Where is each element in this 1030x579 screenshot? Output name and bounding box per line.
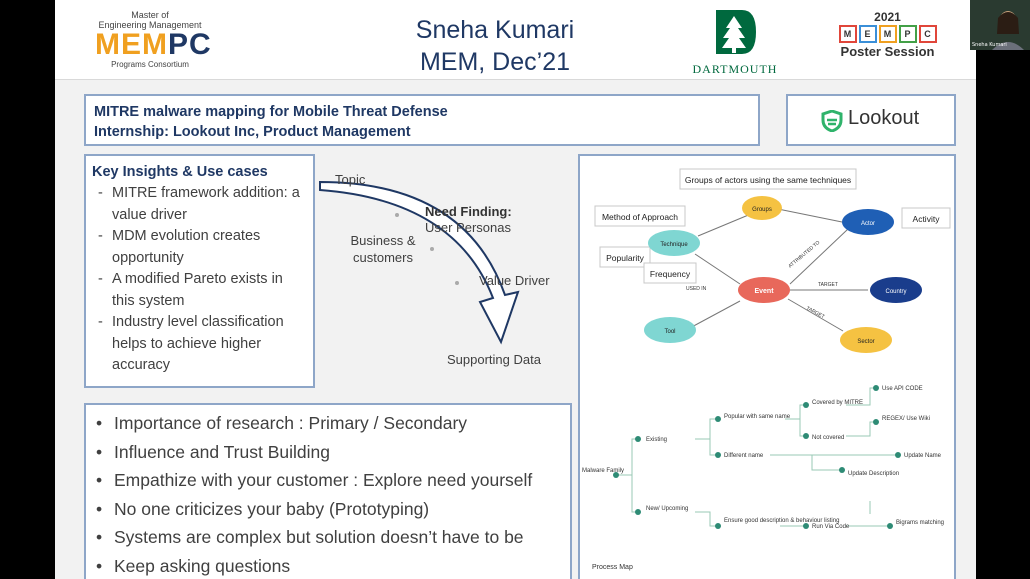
lessons-list: Importance of research : Primary / Secon… (92, 409, 564, 579)
callout-method: Method of Approach (602, 212, 678, 222)
node-tool: Tool (664, 329, 675, 335)
logo-line1: Master of (131, 10, 169, 20)
node-sector: Sector (857, 339, 874, 345)
mem-pc-logo: Master of Engineering Management MEMPC P… (95, 10, 211, 69)
tree-existing: Existing (646, 437, 667, 443)
lessons-box: Importance of research : Primary / Secon… (84, 403, 572, 579)
edge-target: TARGET (805, 305, 825, 320)
insight-item: MDM evolution creates opportunity (92, 226, 307, 269)
tree-runvia: Run Via Code (812, 524, 850, 530)
tree-updatedesc: Update Description (848, 471, 899, 477)
insight-item: A modified Pareto exists in this system (92, 269, 307, 312)
process-arrow-area: Topic Business & customers Need Finding:… (315, 160, 575, 380)
callout-frequency: Frequency (650, 269, 691, 279)
poster-letter: C (918, 25, 937, 43)
webcam-label: Sneha Kumari (972, 42, 1007, 48)
poster-letter: M (878, 25, 897, 43)
poster-letter: P (898, 25, 917, 43)
callout-popularity: Popularity (606, 253, 645, 263)
lesson-item: Systems are complex but solution doesn’t… (92, 523, 564, 552)
lesson-item: Importance of research : Primary / Secon… (92, 409, 564, 438)
dartmouth-logo: DARTMOUTH (685, 8, 785, 77)
poster-label: Poster Session (840, 44, 935, 59)
lookout-logo-box: Lookout (786, 94, 956, 146)
arrow-label-need-title: Need Finding: (425, 204, 512, 219)
logo-line3: Programs Consortium (111, 60, 189, 69)
callout-activity: Activity (913, 214, 941, 224)
presenter-title: Sneha Kumari MEM, Dec’21 (375, 14, 615, 78)
presenter-program: MEM, Dec’21 (419, 48, 571, 76)
key-insights-box: Key Insights & Use cases MITRE framework… (84, 154, 315, 388)
header-band: Master of Engineering Management MEMPC P… (55, 0, 976, 80)
poster-year: 2021 (874, 10, 901, 24)
node-technique: Technique (660, 242, 688, 248)
poster-session-logo: 2021 M E M P C Poster Session (830, 10, 945, 59)
tree-regex: REGEX/ Use Wiki (882, 416, 930, 422)
lesson-item: Empathize with your customer : Explore n… (92, 466, 564, 495)
lookout-shield-icon (821, 110, 843, 132)
header-divider (55, 79, 976, 80)
poster-letter: M (838, 25, 857, 43)
lesson-item: No one criticizes your baby (Prototyping… (92, 495, 564, 524)
node-event: Event (754, 288, 774, 295)
edge-target: TARGET (818, 282, 838, 288)
webcam-thumbnail[interactable]: Sneha Kumari (970, 0, 1030, 50)
arrow-label-value: Value Driver (479, 273, 550, 288)
graph-title: Groups of actors using the same techniqu… (685, 175, 851, 185)
logo-mark: MEMPC (95, 28, 211, 61)
poster-letters: M E M P C (830, 25, 945, 43)
edge-used-in: USED IN (686, 286, 707, 292)
logo-pc: PC (168, 28, 212, 61)
tree-new: New/ Upcoming (646, 506, 688, 512)
tree-different: Different name (724, 453, 764, 459)
project-title-box: MITRE malware mapping for Mobile Threat … (84, 94, 760, 146)
lesson-item: Keep asking questions (92, 552, 564, 579)
curved-arrow-icon (319, 180, 520, 345)
poster-letter: E (858, 25, 877, 43)
tree-popular: Popular with same name (724, 414, 791, 420)
tree-notcovered: Not covered (812, 435, 844, 441)
key-insights-heading: Key Insights & Use cases (92, 164, 268, 180)
person-icon (992, 11, 1024, 50)
lookout-wordmark: Lookout (848, 107, 920, 129)
key-insights-list: MITRE framework addition: a value driver… (92, 183, 307, 377)
arrow-label-topic: Topic (335, 172, 366, 187)
lesson-item: Influence and Trust Building (92, 438, 564, 467)
tree-bigrams: Bigrams matching (896, 520, 944, 526)
arrow-label-support: Supporting Data (447, 352, 541, 367)
diagrams-svg: Groups of actors using the same techniqu… (582, 168, 951, 571)
arrow-label-business: Business & customers (350, 233, 416, 265)
diagram-panel: Groups of actors using the same techniqu… (578, 154, 956, 579)
dartmouth-wordmark: DARTMOUTH (692, 62, 778, 76)
tree-covered: Covered by MITRE (812, 400, 863, 406)
presenter-name: Sneha Kumari (415, 16, 575, 44)
tree-ensure: Ensure good description & behaviour list… (724, 518, 839, 524)
node-groups: Groups (752, 207, 772, 213)
node-actor: Actor (861, 221, 875, 227)
edge-attributed: ATTRIBUTED TO (787, 240, 821, 270)
node-country: Country (885, 289, 906, 295)
logo-line2: Engineering Management (98, 20, 202, 30)
arrow-label-need-sub: User Personas (425, 220, 511, 235)
process-map-caption: Process Map (592, 564, 633, 571)
tree-root-label: Malware Family (582, 468, 624, 474)
insight-item: MITRE framework addition: a value driver (92, 183, 307, 226)
project-subtitle: Internship: Lookout Inc, Product Managem… (94, 124, 411, 140)
tree-updatename: Update Name (904, 453, 942, 459)
project-title: MITRE malware mapping for Mobile Threat … (94, 104, 448, 120)
poster-slide: Master of Engineering Management MEMPC P… (55, 0, 976, 579)
tree-useapi: Use API CODE (882, 386, 923, 392)
dartmouth-tree-icon (716, 10, 756, 54)
logo-mem: MEM (95, 28, 168, 61)
insight-item: Industry level classification helps to a… (92, 312, 307, 377)
